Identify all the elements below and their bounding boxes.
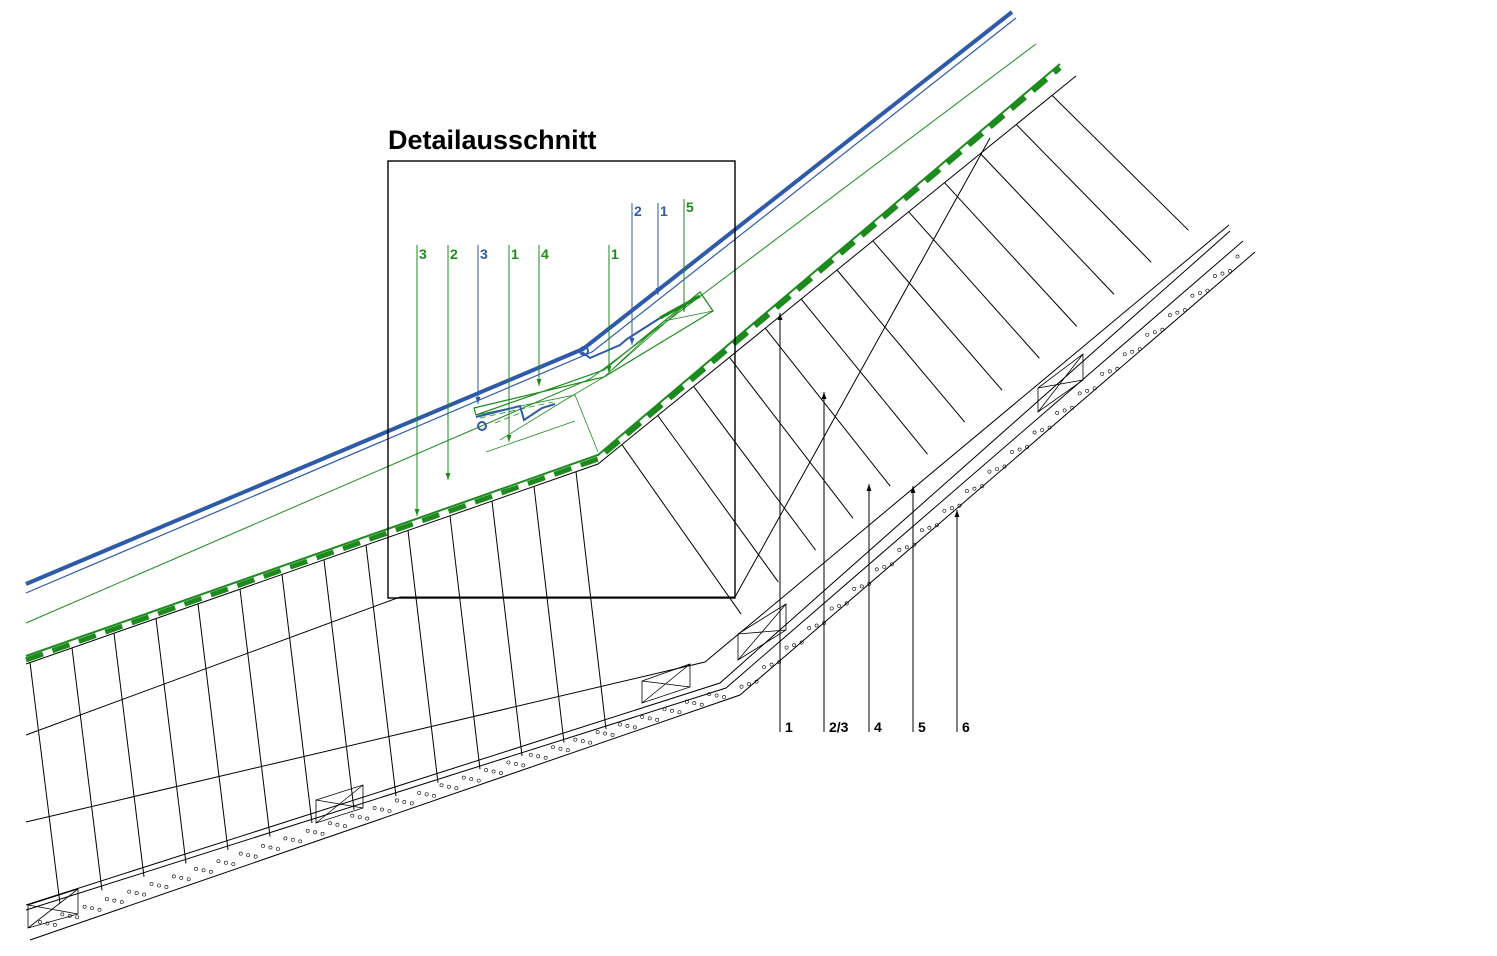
callout-leaders bbox=[777, 313, 960, 732]
detail-label-green-2: 2 bbox=[450, 246, 458, 262]
detail-label-green-3: 3 bbox=[419, 246, 427, 262]
callout-label-1: 1 bbox=[785, 719, 793, 735]
detail-label-green-4: 4 bbox=[541, 246, 549, 262]
detail-leaders bbox=[414, 199, 687, 516]
blue-cover-layer bbox=[25, 10, 1017, 594]
support-brackets bbox=[27, 353, 1084, 929]
layer-callouts: 1 2/3 4 5 6 bbox=[777, 313, 970, 735]
green-thin-layer bbox=[25, 43, 1037, 624]
detail-label-blue-2: 2 bbox=[634, 203, 642, 219]
insulation-tiles bbox=[29, 95, 1189, 904]
detail-label-green-1a: 1 bbox=[511, 246, 519, 262]
detail-label-green-1b: 1 bbox=[611, 246, 619, 262]
detail-label-green-5: 5 bbox=[686, 199, 694, 215]
green-membrane-layer bbox=[25, 63, 1062, 663]
callout-label-2-3: 2/3 bbox=[829, 719, 849, 735]
detail-box: Detailausschnitt 3 2 3 1 4 1 2 1 5 bbox=[387, 125, 736, 599]
concrete-aggregate bbox=[38, 254, 1240, 927]
detail-internals bbox=[473, 291, 714, 453]
detail-label-blue-1: 1 bbox=[660, 203, 668, 219]
callout-label-6: 6 bbox=[962, 719, 970, 735]
insulation-layer bbox=[25, 75, 1231, 906]
detail-title: Detailausschnitt bbox=[388, 125, 597, 155]
callout-label-4: 4 bbox=[874, 719, 882, 735]
detail-labels: 3 2 3 1 4 1 2 1 5 bbox=[419, 199, 694, 262]
detail-label-blue-3: 3 bbox=[480, 246, 488, 262]
concrete-slab bbox=[25, 240, 1256, 941]
callout-label-5: 5 bbox=[918, 719, 926, 735]
